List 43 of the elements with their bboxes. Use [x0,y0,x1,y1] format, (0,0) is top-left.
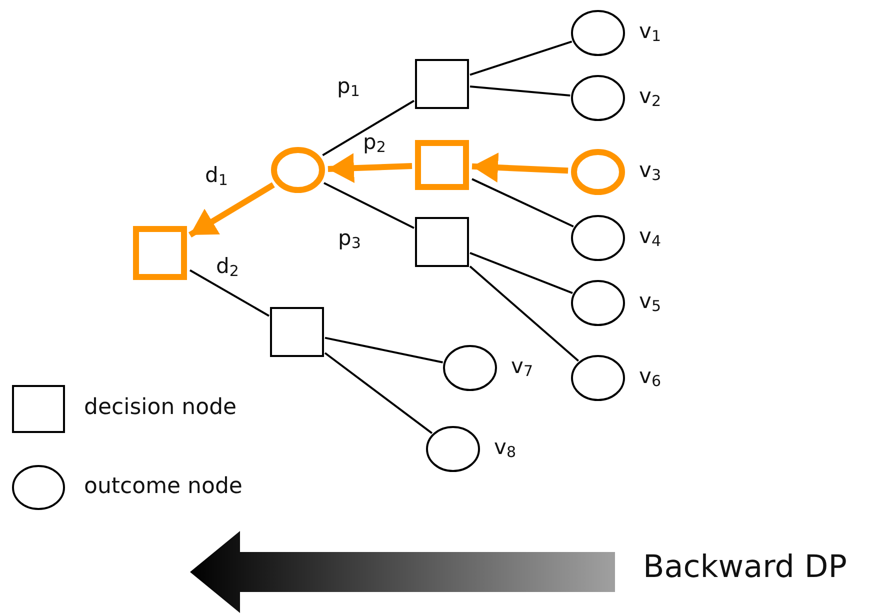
edge-label: p$_{3}$ [338,228,361,251]
outcome-circle [426,426,480,472]
arrow [472,152,568,182]
decision-box [415,217,469,267]
connector-line [470,86,570,96]
edge-label: d$_{2}$ [216,256,239,279]
legend-label: decision node [84,397,237,419]
legend-label: outcome node [84,476,242,498]
outcome-circle [571,280,625,326]
outcome-circle [571,75,625,121]
outcome-circle [571,149,625,195]
outcome-circle [443,345,497,391]
decision-box [415,140,469,190]
edge-label: d$_{1}$ [205,165,228,188]
decision-box [133,226,187,280]
value-label: v$_{8}$ [494,437,516,460]
connector-line [469,266,580,362]
value-label: v$_{6}$ [639,366,661,389]
value-label: v$_{1}$ [639,21,661,44]
connector-line [324,336,443,364]
value-label: v$_{4}$ [639,226,661,249]
direction-label: Backward DP [643,552,847,583]
outcome-circle [271,147,325,193]
connector-line [322,100,415,156]
connector-line [324,352,433,434]
decision-box [270,307,324,357]
arrow [328,153,412,184]
outcome-circle [571,355,625,401]
connector-line [470,252,573,294]
decision-box [415,59,469,109]
connector-line [470,40,572,76]
outcome-circle [571,10,625,56]
connector-line [190,269,270,317]
connector-line [324,182,414,229]
edge-label: p$_{1}$ [337,76,360,99]
value-label: v$_{7}$ [511,356,533,379]
value-label: v$_{3}$ [639,160,661,183]
arrow [188,182,275,238]
edge-label: p$_{2}$ [363,132,386,155]
value-label: v$_{2}$ [639,86,661,109]
outcome-circle [571,215,625,261]
value-label: v$_{5}$ [639,291,661,314]
connector-line [472,178,574,228]
